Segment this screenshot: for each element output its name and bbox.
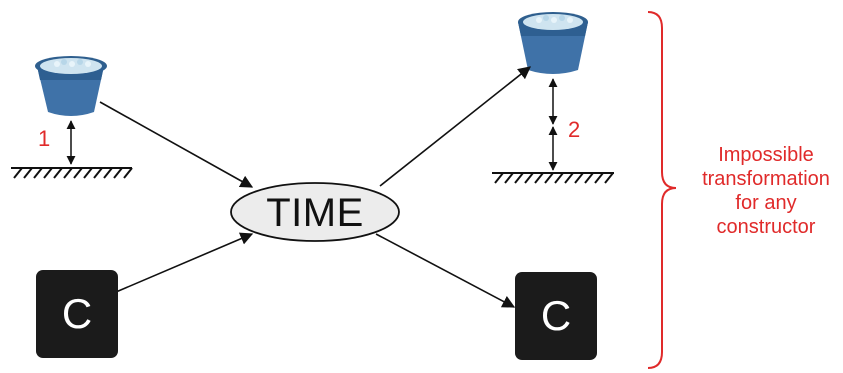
statement-line-1: Impossible	[718, 144, 814, 166]
ground-hatch-icon-left	[11, 167, 133, 179]
bucket-icon-left	[35, 56, 107, 116]
time-node	[230, 182, 400, 242]
statement-line-2: transformation	[702, 168, 830, 190]
constructor-box-before: C	[36, 270, 118, 358]
ground-hatch-icon-right	[492, 172, 614, 184]
height-label-1: 1	[38, 126, 51, 151]
arrow-bucket-to-time	[99, 101, 254, 188]
height-label-2: 2	[568, 117, 581, 142]
arrow-time-to-bucket	[379, 66, 532, 187]
impossible-transformation-label: Impossible transformation for any constr…	[686, 143, 843, 239]
constructor-box-after: C	[515, 272, 597, 360]
statement-line-4: constructor	[716, 216, 816, 238]
statement-line-3: for any	[735, 192, 797, 214]
arrow-constructor-to-time	[115, 232, 254, 293]
bracket-icon	[647, 11, 677, 369]
arrow-time-to-constructor	[375, 233, 516, 308]
bucket-icon-right	[518, 12, 588, 74]
time-label: TIME	[266, 190, 364, 235]
